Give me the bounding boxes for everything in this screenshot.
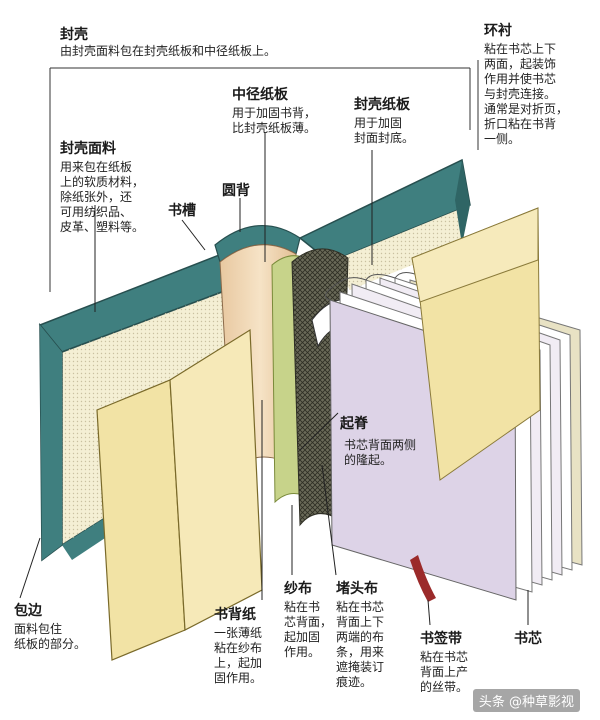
book-block-title: 书芯 <box>514 631 542 647</box>
cover-board-title: 封壳纸板 <box>354 97 410 113</box>
gauze-desc: 粘在书 芯背面， 起加固 作用。 <box>284 600 333 659</box>
cover-material-desc: 用来包在纸板 上的软质材料， 除纸张外，还 可用纺织品、 皮革、塑料等。 <box>60 160 145 234</box>
groove-title: 书槽 <box>168 203 196 219</box>
round-spine-title: 圆背 <box>222 183 250 199</box>
ridge-desc: 书芯背面两侧 的隆起。 <box>344 438 417 467</box>
cover-title: 封壳 <box>60 27 88 43</box>
endpaper-right-front <box>411 207 539 303</box>
bookmark-desc: 粘在书芯 背面上产 的丝带。 <box>420 650 469 694</box>
watermark: 头条 @种草影视 <box>472 689 580 712</box>
bookmark-title: 书签带 <box>420 631 462 647</box>
turn-in-title: 包边 <box>14 603 42 619</box>
endpaper-desc: 粘在书芯上下 两面，起装饰 作用并使书芯 与封壳连接。 通常是对折页， 折口粘在… <box>484 42 569 146</box>
gauze-title: 纱布 <box>284 581 312 597</box>
cover-material-title: 封壳面料 <box>60 141 116 157</box>
middle-board-title: 中径纸板 <box>232 87 288 103</box>
cover-bracket <box>49 67 471 292</box>
cover-board-desc: 用于加固 封面封底。 <box>354 116 415 145</box>
endpaper-left <box>96 328 263 661</box>
spine-paper-desc: 一张薄纸 粘在纱布 上，起加 固作用。 <box>214 626 263 685</box>
headband-title: 堵头布 <box>336 581 378 597</box>
spine-paper-title: 书背纸 <box>214 607 256 623</box>
ridge-title: 起脊 <box>340 416 368 432</box>
bookmark-ribbon <box>410 555 436 602</box>
endpaper-title: 环衬 <box>484 23 512 39</box>
middle-board-desc: 用于加固书背， 比封壳纸板薄。 <box>232 106 317 135</box>
leader-lines <box>19 132 529 626</box>
cover-desc: 由封壳面料包在封壳纸板和中径纸板上。 <box>60 44 277 58</box>
headband-desc: 粘在书芯 背面上下 两端的布 条，用来 遮掩装订 痕迹。 <box>336 600 385 689</box>
turn-in-desc: 面料包住 纸板的部分。 <box>14 622 87 651</box>
